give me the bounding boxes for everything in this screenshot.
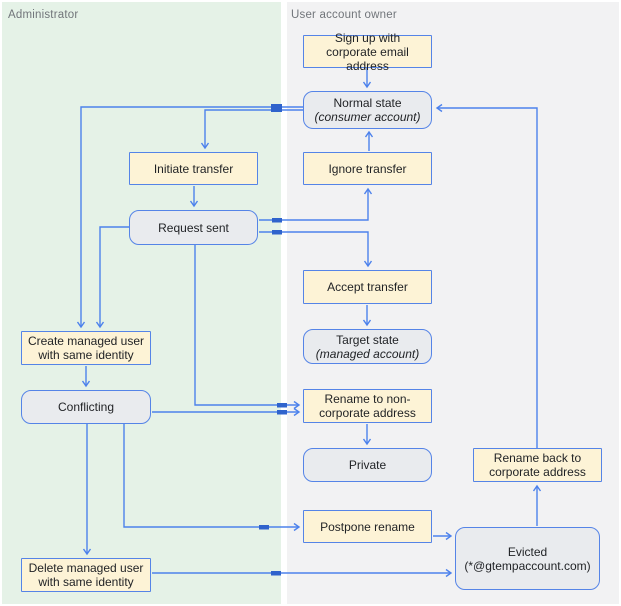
node-initiate-transfer: Initiate transfer bbox=[129, 152, 258, 185]
node-accept-transfer: Accept transfer bbox=[303, 270, 432, 304]
node-private: Private bbox=[303, 448, 432, 482]
node-target-state-sublabel: (managed account) bbox=[315, 346, 420, 361]
node-delete-managed-user: Delete managed user with same identity bbox=[21, 558, 151, 592]
node-delete-managed-user-label: Delete managed user with same identity bbox=[28, 561, 144, 589]
node-normal-state: Normal state (consumer account) bbox=[303, 91, 432, 129]
node-ignore-transfer-label: Ignore transfer bbox=[328, 161, 407, 176]
node-accept-transfer-label: Accept transfer bbox=[327, 280, 408, 294]
lane-administrator: Administrator bbox=[2, 2, 281, 604]
node-evicted-label: Evicted bbox=[507, 544, 548, 559]
node-target-state: Target state (managed account) bbox=[303, 329, 432, 364]
node-normal-state-sublabel: (consumer account) bbox=[314, 110, 421, 124]
node-create-managed-user: Create managed user with same identity bbox=[21, 331, 151, 365]
node-private-label: Private bbox=[348, 458, 387, 472]
lane-administrator-label: Administrator bbox=[8, 9, 79, 21]
node-conflicting: Conflicting bbox=[21, 390, 151, 424]
node-conflicting-label: Conflicting bbox=[57, 400, 115, 414]
node-request-sent-label: Request sent bbox=[158, 220, 229, 235]
node-ignore-transfer: Ignore transfer bbox=[303, 152, 432, 185]
lane-user-account-owner-label: User account owner bbox=[291, 9, 397, 21]
node-rename-non-corporate: Rename to non-corporate address bbox=[303, 389, 432, 423]
node-rename-non-corporate-label: Rename to non-corporate address bbox=[319, 392, 416, 420]
node-evicted: Evicted (*@gtempaccount.com) bbox=[455, 527, 600, 590]
node-postpone-rename-label: Postpone rename bbox=[320, 519, 415, 534]
node-create-managed-user-label: Create managed user with same identity bbox=[27, 334, 145, 362]
node-rename-back-label: Rename back to corporate address bbox=[489, 451, 586, 479]
node-request-sent: Request sent bbox=[129, 210, 258, 245]
node-initiate-transfer-label: Initiate transfer bbox=[153, 161, 234, 176]
node-sign-up: Sign up with corporate email address bbox=[303, 31, 432, 73]
node-rename-back: Rename back to corporate address bbox=[473, 448, 602, 482]
node-normal-state-label: Normal state bbox=[333, 96, 402, 110]
node-target-state-label: Target state bbox=[336, 332, 399, 347]
node-sign-up-label: Sign up with corporate email address bbox=[326, 30, 409, 73]
node-evicted-sublabel: (*@gtempaccount.com) bbox=[464, 558, 591, 573]
node-postpone-rename: Postpone rename bbox=[303, 510, 432, 543]
